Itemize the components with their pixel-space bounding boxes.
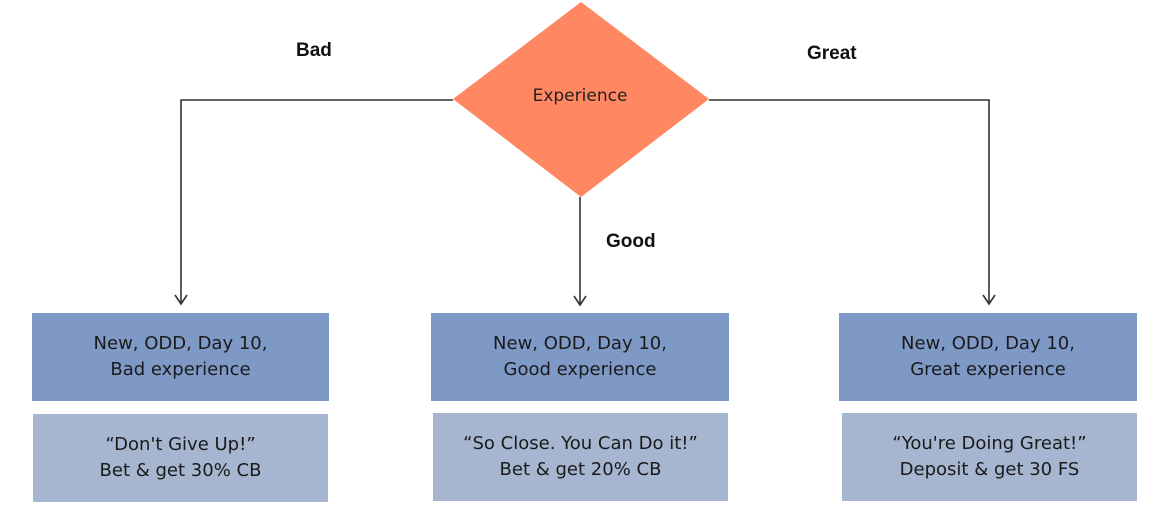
branch-label-bad: Bad [296, 40, 332, 61]
branch-label-great: Great [807, 43, 857, 64]
segment-line-1: New, ODD, Day 10, [901, 333, 1075, 354]
branch-label-good: Good [606, 231, 656, 252]
segment-box-good: New, ODD, Day 10, Good experience [431, 313, 729, 401]
arrowhead-great [982, 294, 996, 306]
decision-label: Experience [532, 86, 628, 106]
message-line-2: Bet & get 20% CB [499, 459, 662, 480]
segment-line-2: Good experience [503, 359, 657, 380]
arrowhead-good [573, 295, 587, 307]
message-line-1: “You're Doing Great!” [892, 433, 1087, 454]
arrowhead-bad [174, 294, 188, 306]
connector-bad [180, 99, 453, 303]
message-box-good: “So Close. You Can Do it!” Bet & get 20%… [433, 413, 728, 501]
message-line-1: “Don't Give Up!” [105, 434, 256, 455]
segment-line-2: Bad experience [110, 359, 251, 380]
message-box-great: “You're Doing Great!” Deposit & get 30 F… [842, 413, 1137, 501]
decision-diamond [453, 2, 709, 197]
segment-line-1: New, ODD, Day 10, [93, 333, 268, 354]
segment-box-great: New, ODD, Day 10, Great experience [839, 313, 1137, 401]
message-line-1: “So Close. You Can Do it!” [463, 433, 698, 454]
message-line-2: Deposit & get 30 FS [899, 459, 1080, 480]
segment-line-2: Great experience [910, 359, 1066, 380]
message-box-bad: “Don't Give Up!” Bet & get 30% CB [33, 414, 328, 502]
message-line-2: Bet & get 30% CB [99, 460, 262, 481]
segment-line-1: New, ODD, Day 10, [493, 333, 667, 354]
segment-box-bad: New, ODD, Day 10, Bad experience [32, 313, 329, 401]
connector-great [709, 99, 990, 303]
